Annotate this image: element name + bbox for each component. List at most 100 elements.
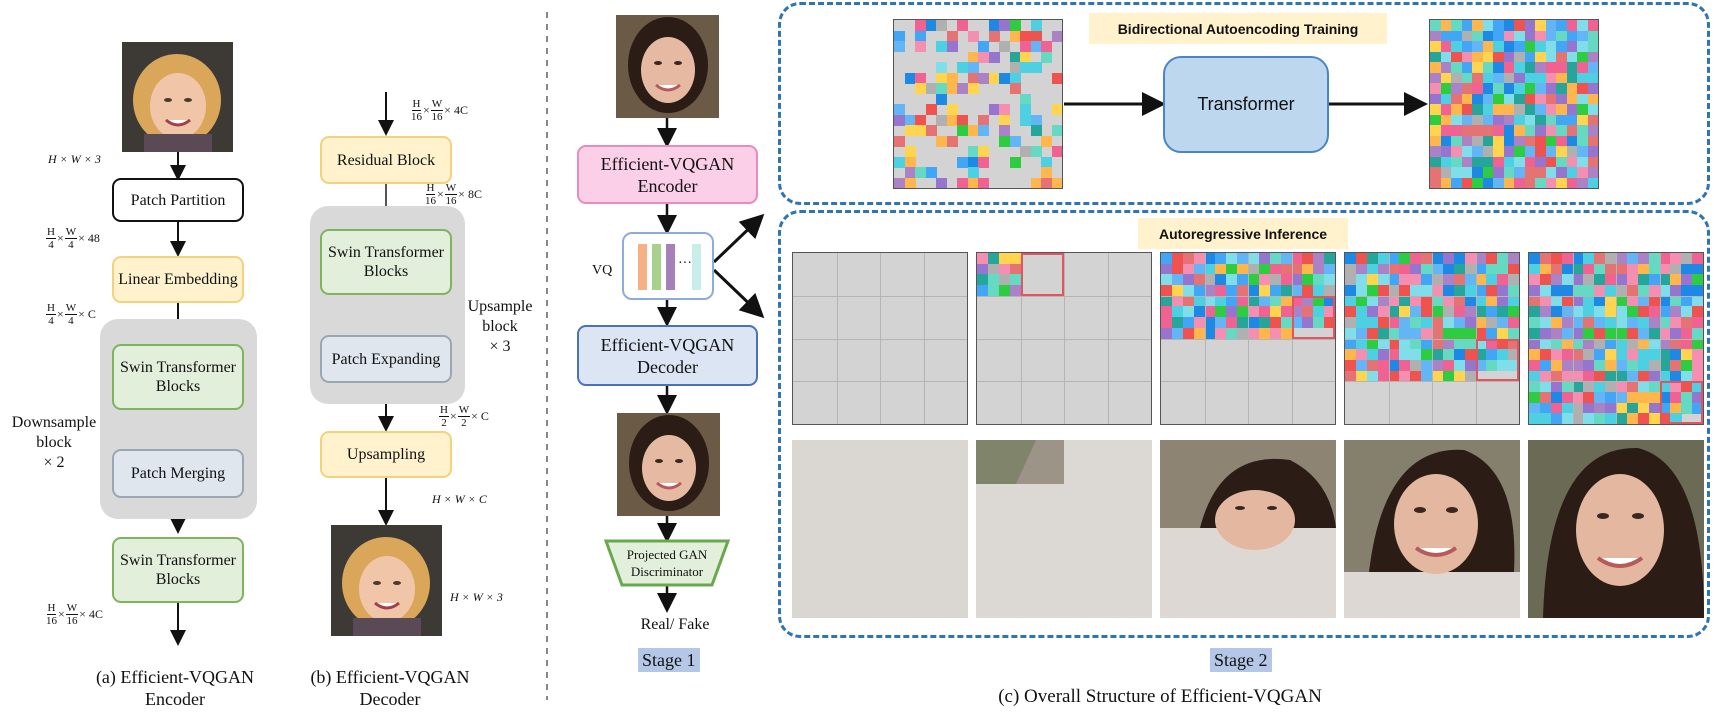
token-cell	[1215, 295, 1227, 307]
token-cell	[1583, 274, 1595, 286]
token-cell	[1440, 41, 1452, 52]
token-cell	[1355, 263, 1368, 275]
token-cell	[1529, 317, 1541, 329]
token-cell	[1464, 327, 1476, 339]
token-cell	[998, 263, 1011, 275]
token-cell	[1440, 114, 1452, 126]
token-cell	[1514, 156, 1525, 168]
token-cell	[1461, 114, 1473, 126]
token-cell	[1388, 306, 1400, 318]
token-cell	[1550, 327, 1563, 339]
token-cell	[1204, 253, 1216, 265]
token-cell	[1009, 156, 1021, 168]
token-cell	[1366, 253, 1379, 265]
token-cell	[1529, 402, 1541, 414]
token-cell	[1345, 285, 1357, 297]
token-cell	[1451, 135, 1462, 147]
token-cell	[1561, 306, 1573, 318]
token-cell	[1009, 285, 1021, 297]
token-cell	[1577, 51, 1588, 63]
token-cell	[1280, 263, 1292, 275]
token-cell	[1461, 104, 1473, 115]
token-cell	[1291, 306, 1303, 318]
token-cell	[957, 177, 968, 188]
token-cell	[1566, 167, 1578, 178]
token-cell	[1030, 146, 1042, 157]
token-cell	[1171, 263, 1184, 275]
token-cell	[1345, 295, 1357, 307]
token-cell	[967, 146, 979, 157]
token-cell	[1442, 349, 1455, 361]
token-cell	[1626, 274, 1639, 286]
token-cell	[1161, 285, 1173, 297]
token-cell	[1503, 93, 1515, 105]
token-cell	[1410, 327, 1422, 339]
token-cell	[1009, 72, 1021, 84]
token-cell	[1692, 306, 1703, 318]
token-cell	[1577, 177, 1588, 188]
token-cell	[1659, 413, 1671, 424]
token-cell	[1648, 263, 1660, 275]
token-cell	[1269, 285, 1282, 297]
token-cell	[1472, 62, 1483, 73]
token-cell	[1508, 359, 1519, 372]
token-cell	[1258, 285, 1271, 297]
token-cell	[1432, 327, 1444, 339]
token-cell	[1539, 381, 1552, 393]
token-cell	[1440, 146, 1452, 157]
token-cell	[1626, 295, 1639, 307]
token-cell	[1493, 93, 1504, 105]
token-cell	[1545, 114, 1557, 126]
enc-swin-blocks-2: Swin Transformer Blocks	[112, 537, 244, 603]
token-cell	[1486, 306, 1498, 318]
token-cell	[1041, 51, 1052, 63]
token-cell	[1461, 51, 1473, 63]
token-cell	[977, 263, 989, 275]
token-cell	[1410, 253, 1422, 265]
token-cell	[1524, 146, 1536, 157]
token-cell	[1616, 349, 1628, 361]
token-cell	[1572, 381, 1584, 393]
token-cell	[1486, 253, 1498, 265]
dec-swin-blocks: Swin Transformer Blocks	[320, 229, 452, 295]
token-cell	[1451, 114, 1462, 126]
inference-image-step-4	[1528, 440, 1704, 618]
token-cell	[1572, 263, 1584, 275]
token-cell	[1503, 156, 1515, 168]
token-cell	[1545, 30, 1557, 42]
token-cell	[1464, 285, 1476, 297]
token-cell	[1237, 253, 1249, 265]
token-cell	[1497, 285, 1509, 297]
token-cell	[1009, 83, 1021, 94]
token-cell	[1226, 253, 1238, 265]
token-cell	[1503, 51, 1515, 63]
token-cell	[1486, 285, 1498, 297]
token-cell	[1410, 306, 1422, 318]
grid-line	[1161, 381, 1335, 383]
token-cell	[1503, 20, 1515, 31]
token-cell	[1475, 306, 1487, 318]
token-cell	[1616, 338, 1628, 350]
token-cell	[1226, 295, 1238, 307]
token-cell	[1204, 274, 1216, 286]
token-cell	[1508, 263, 1519, 275]
token-cell	[1410, 295, 1422, 307]
token-cell	[1529, 306, 1541, 318]
token-cell	[1430, 135, 1441, 147]
token-cell	[1258, 295, 1271, 307]
token-cell	[1497, 253, 1509, 265]
token-cell	[1670, 370, 1682, 382]
token-cell	[1482, 51, 1494, 63]
token-cell	[1514, 93, 1525, 105]
token-cell	[1572, 317, 1584, 329]
token-cell	[1566, 83, 1578, 94]
token-cell	[1508, 338, 1519, 350]
real-fake-label: Real/ Fake	[640, 616, 710, 633]
token-cell	[1171, 253, 1184, 265]
token-cell	[1670, 402, 1682, 414]
token-cell	[1670, 295, 1682, 307]
token-cell	[1461, 177, 1473, 188]
token-cell	[1572, 413, 1584, 424]
token-cell	[967, 62, 979, 73]
